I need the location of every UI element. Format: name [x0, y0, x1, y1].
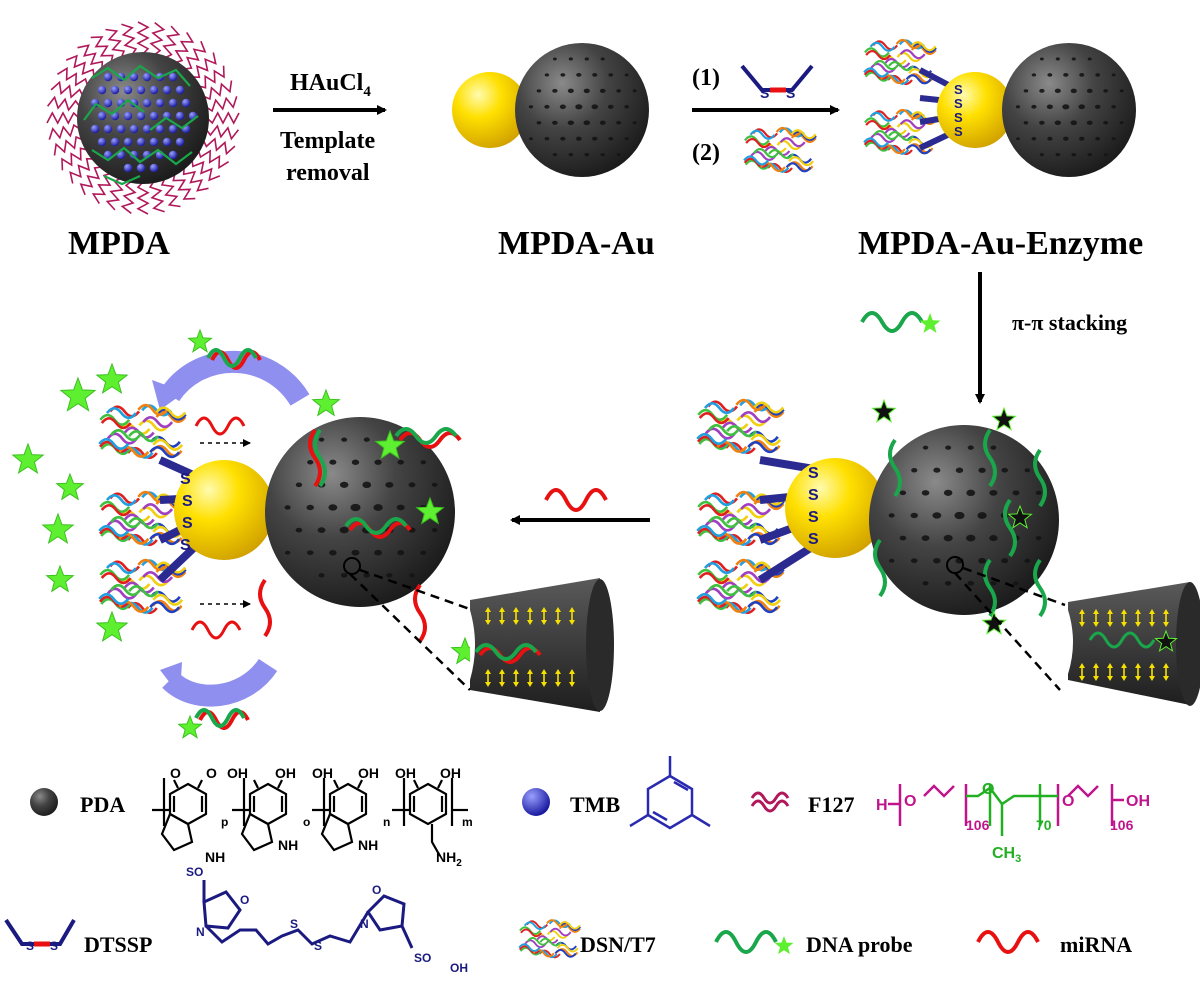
svg-text:OH: OH [358, 765, 379, 781]
svg-text:S: S [314, 939, 322, 953]
svg-text:OH: OH [450, 961, 468, 975]
step2-label: (2) [692, 140, 720, 166]
svg-text:70: 70 [1036, 817, 1052, 833]
svg-text:CH3: CH3 [992, 845, 1021, 865]
dtssp-structure [202, 880, 414, 949]
detection-particle: S S S S [11, 328, 480, 739]
mpda-au-label: MPDA-Au [498, 225, 655, 262]
mirna-icon [544, 488, 608, 512]
tmb-legend-label: TMB [570, 792, 620, 817]
svg-text:OH: OH [227, 765, 248, 781]
svg-text:O: O [240, 893, 249, 907]
f127-legend-label: F127 [808, 792, 854, 817]
svg-text:p: p [221, 815, 228, 829]
probe-loaded-particle: S S S S [696, 398, 1066, 691]
tmb-structure [629, 756, 711, 830]
mpda-au-enzyme-label: MPDA-Au-Enzyme [858, 225, 1143, 262]
pda-structure [152, 778, 468, 857]
legend: PDA O O OH OH OH OH OH OH NH NH NH NH2 p… [4, 756, 1150, 975]
svg-text:S: S [954, 110, 963, 125]
sphere-pores [1015, 57, 1124, 157]
svg-text:O: O [170, 765, 181, 781]
haucl4-label: HAuCl4 [290, 70, 371, 100]
svg-text:NH: NH [205, 849, 225, 865]
svg-text:S: S [180, 471, 191, 488]
svg-text:n: n [383, 815, 390, 829]
svg-text:S: S [760, 85, 769, 101]
svg-text:N: N [196, 925, 205, 939]
step1-label: (1) [692, 65, 720, 91]
svg-text:106: 106 [1110, 817, 1134, 833]
svg-text:O: O [206, 765, 217, 781]
dsn-t7-legend-label: DSN/T7 [580, 932, 656, 957]
svg-text:O: O [372, 883, 381, 897]
sphere-pores [528, 57, 637, 157]
svg-text:S: S [180, 537, 191, 554]
svg-text:OH: OH [395, 765, 416, 781]
svg-text:O: O [904, 793, 916, 810]
svg-text:m: m [462, 815, 473, 829]
svg-text:S: S [182, 515, 193, 532]
svg-text:N: N [360, 917, 369, 931]
svg-text:S: S [26, 939, 34, 953]
svg-text:S: S [50, 939, 58, 953]
mirna-legend-label: miRNA [1060, 932, 1132, 957]
dtssp-linker-icon: S S [740, 64, 814, 101]
mpda-au-enzyme-particle: S S S S [863, 38, 1136, 177]
svg-text:S: S [290, 917, 298, 931]
pore-zoom-right [1068, 582, 1200, 706]
dna-probe-icon [860, 311, 941, 333]
svg-text:106: 106 [966, 817, 990, 833]
f127-structure: H O O OH 106 106 [876, 781, 1150, 865]
enzyme-icon [743, 126, 817, 174]
dna-probe-legend-icon [714, 930, 778, 954]
pda-legend-label: PDA [80, 792, 125, 817]
svg-text:SO: SO [186, 865, 203, 879]
svg-text:S: S [954, 82, 963, 97]
pore-zoom-left [470, 578, 614, 712]
svg-text:NH2: NH2 [436, 849, 462, 869]
svg-text:S: S [954, 124, 963, 139]
svg-text:S: S [786, 85, 795, 101]
dtssp-legend-icon [4, 918, 76, 947]
svg-text:S: S [808, 531, 819, 548]
dna-probe-legend-label: DNA probe [806, 932, 913, 957]
svg-text:OH: OH [312, 765, 333, 781]
mpda-label: MPDA [68, 225, 170, 262]
green-mesh [83, 64, 199, 186]
svg-text:SO: SO [414, 951, 431, 965]
svg-text:OH: OH [1126, 793, 1150, 810]
pda-legend-sphere [30, 788, 58, 816]
mpda-particle [46, 21, 240, 215]
dsn-t7-legend-icon [518, 919, 582, 959]
svg-text:OH: OH [440, 765, 461, 781]
svg-text:O: O [1062, 793, 1074, 810]
tmb-legend-dot [522, 788, 550, 816]
pi-stacking-label: π-π stacking [1012, 310, 1127, 335]
removal-label: removal [286, 160, 370, 186]
svg-text:o: o [303, 815, 310, 829]
svg-text:S: S [182, 493, 193, 510]
tmb-dots [90, 72, 198, 173]
svg-text:NH: NH [278, 837, 298, 853]
template-label: Template [280, 128, 375, 154]
svg-text:S: S [954, 96, 963, 111]
svg-text:S: S [808, 465, 819, 482]
mpda-au-particle [452, 43, 649, 177]
sphere-pores [888, 445, 1042, 586]
f127-legend-icon [750, 791, 790, 813]
dtssp-legend-label: DTSSP [84, 932, 152, 957]
svg-text:S: S [808, 509, 819, 526]
mirna-legend-icon [976, 930, 1040, 954]
svg-text:H: H [876, 797, 888, 814]
svg-text:NH: NH [358, 837, 378, 853]
svg-text:S: S [808, 487, 819, 504]
svg-text:OH: OH [275, 765, 296, 781]
svg-text:O: O [982, 781, 994, 798]
